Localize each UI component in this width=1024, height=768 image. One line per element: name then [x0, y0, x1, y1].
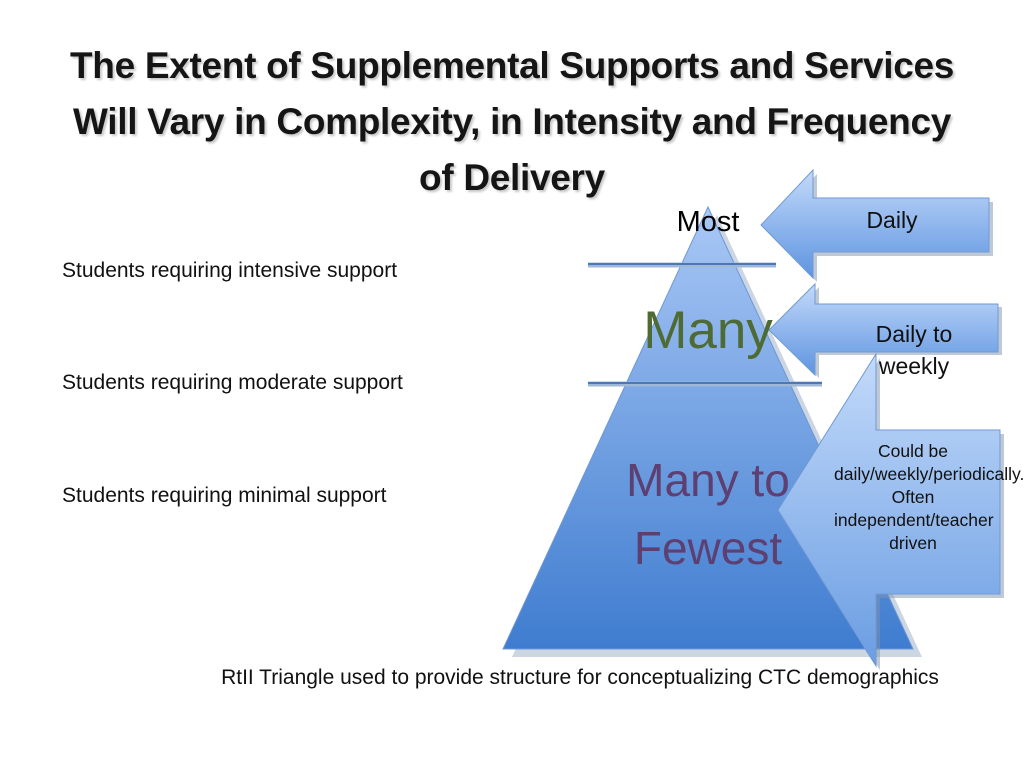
arrow-daily	[760, 168, 990, 280]
arrow-label-periodic: Could be daily/weekly/periodically. Ofte…	[834, 441, 1024, 553]
tier-label-most: Most	[676, 206, 740, 238]
tier-divider-top	[588, 262, 776, 268]
slide-title: The Extent of Supplemental Supports and …	[69, 45, 955, 198]
tier-label-many: Many	[643, 301, 773, 360]
arrow-weekly	[768, 282, 999, 377]
arrow-periodic	[777, 352, 1001, 668]
level-label-minimal: Students requiring minimal support	[62, 484, 387, 507]
diagram-caption: RtII Triangle used to provide structure …	[221, 666, 939, 689]
tier-label-many-to-fewest: Many to Fewest	[626, 454, 790, 574]
arrow-label-daily-to-weekly: Daily to weekly	[875, 321, 953, 379]
level-label-intensive: Students requiring intensive support	[62, 259, 398, 282]
tier-divider-bottom	[588, 381, 822, 387]
arrow-label-daily: Daily	[866, 207, 918, 233]
level-label-moderate: Students requiring moderate support	[62, 371, 403, 394]
